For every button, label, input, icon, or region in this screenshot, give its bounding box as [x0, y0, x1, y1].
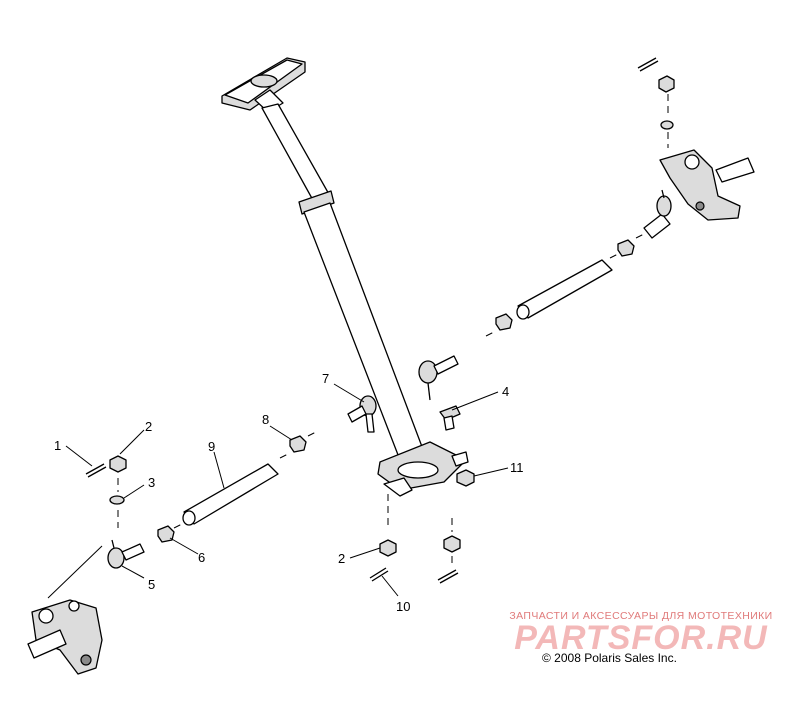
callout-1: 1 [54, 438, 61, 453]
callout-leaders [65, 383, 509, 597]
tie-rod-end-right [643, 189, 672, 239]
spindle-left [27, 599, 103, 675]
bolt-part-4 [439, 405, 461, 431]
callout-2-lower: 2 [338, 551, 345, 566]
spindle-right [659, 149, 755, 221]
nut-part-6 [157, 525, 175, 543]
callout-numbers: 1 2 3 4 5 6 7 8 9 10 11 2 [54, 371, 524, 614]
tie-rod-end-part-7 [347, 395, 377, 433]
callout-8: 8 [262, 412, 269, 427]
watermark-logo: PARTSFOR.RU [514, 619, 768, 657]
steering-column [221, 57, 469, 497]
nut-right-rod [617, 239, 635, 257]
callout-5: 5 [148, 577, 155, 592]
watermark: ЗАПЧАСТИ И АКСЕССУАРЫ ДЛЯ МОТОТЕХНИКИ PA… [482, 610, 800, 656]
cotter-pin-part-1 [85, 463, 107, 478]
nut-top-right [658, 75, 675, 93]
nut-part-2-left [109, 455, 127, 473]
tie-rod-right [517, 259, 613, 319]
tie-rod-end-left [107, 539, 145, 569]
callout-10: 10 [396, 599, 410, 614]
callout-7: 7 [322, 371, 329, 386]
nut-part-2-lower [379, 539, 397, 557]
nut-lower-right [443, 535, 461, 553]
callout-2-left: 2 [145, 419, 152, 434]
callout-11: 11 [510, 460, 524, 475]
callout-3: 3 [148, 475, 155, 490]
cotter-pin-part-10 [369, 567, 389, 582]
tie-rod-left [183, 463, 279, 525]
nut-part-8 [289, 435, 307, 453]
cotter-pin-lower-right [437, 569, 459, 584]
callout-9: 9 [208, 439, 215, 454]
tie-rod-end-center [418, 355, 459, 401]
nut-part-11 [456, 469, 475, 487]
copyright-notice: © 2008 Polaris Sales Inc. [542, 651, 677, 665]
callout-4: 4 [502, 384, 509, 399]
washer-top-right [660, 120, 674, 130]
washer-part-3 [109, 495, 125, 505]
nut-right-rod-inner [495, 313, 513, 331]
watermark-tagline: ЗАПЧАСТИ И АКСЕССУАРЫ ДЛЯ МОТОТЕХНИКИ [509, 610, 773, 622]
cotter-pin-right [637, 57, 659, 72]
callout-6: 6 [198, 550, 205, 565]
